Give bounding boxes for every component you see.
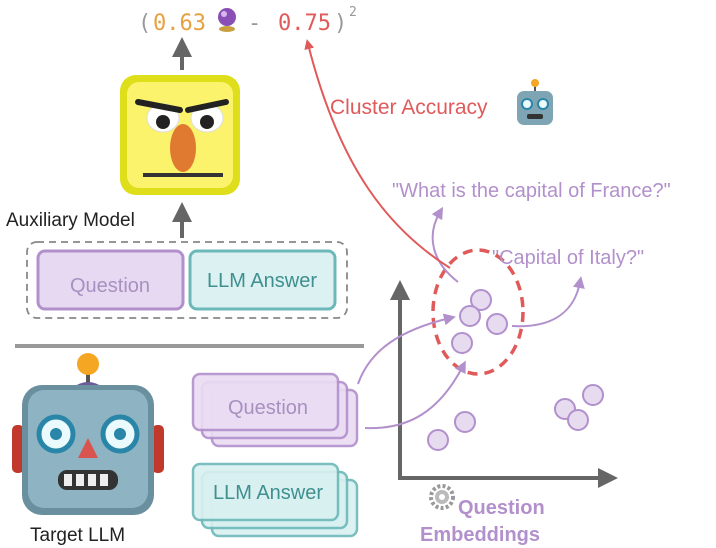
cluster-accuracy-label: Cluster Accuracy bbox=[330, 96, 488, 119]
arrow-question-to-point bbox=[364, 360, 466, 430]
angry-face-icon bbox=[120, 75, 240, 195]
auxiliary-answer-label: LLM Answer bbox=[207, 270, 317, 292]
auxiliary-model-label: Auxiliary Model bbox=[6, 210, 135, 231]
arrow-question-to-cluster bbox=[357, 313, 456, 385]
formula-open-paren: ( bbox=[138, 11, 151, 36]
formula-close-paren: ) bbox=[334, 11, 347, 36]
embedding-point bbox=[459, 305, 481, 327]
france-quote: "What is the capital of France?" bbox=[392, 180, 671, 202]
auxiliary-question-label: Question bbox=[70, 275, 150, 297]
target-llm-label: Target LLM bbox=[30, 525, 125, 546]
embedding-point bbox=[567, 409, 589, 431]
score-formula: ( 0.63 - 0.75 ) 2 bbox=[138, 5, 357, 36]
italy-quote: "Capital of Italy?" bbox=[492, 247, 644, 269]
formula-exponent: 2 bbox=[349, 5, 357, 20]
cluster-circle bbox=[431, 248, 525, 376]
embedding-point bbox=[454, 411, 476, 433]
formula-minus: - bbox=[248, 11, 261, 36]
arrow-cluster-to-formula bbox=[304, 39, 451, 269]
robot-icon bbox=[517, 79, 553, 125]
stack-question-label: Question bbox=[228, 397, 308, 419]
formula-value-a: 0.63 bbox=[153, 11, 206, 36]
embedding-point bbox=[486, 313, 508, 335]
gear-icon bbox=[429, 484, 455, 510]
stack-answer-label: LLM Answer bbox=[213, 482, 323, 504]
embedding-point bbox=[451, 332, 473, 354]
arrow-to-france-quote bbox=[431, 206, 459, 283]
embedding-point bbox=[470, 289, 492, 311]
embedding-point bbox=[582, 384, 604, 406]
answer-stack: LLM Answer bbox=[191, 462, 359, 538]
crystal-ball-icon bbox=[218, 8, 236, 32]
auxiliary-input-group bbox=[26, 241, 348, 319]
robot-icon bbox=[12, 353, 164, 515]
embedding-point bbox=[427, 429, 449, 451]
arrow-to-italy-quote bbox=[511, 276, 585, 328]
question-stack: Question bbox=[191, 372, 359, 448]
embedding-points bbox=[427, 289, 604, 451]
auxiliary-answer-box: LLM Answer bbox=[188, 249, 337, 311]
embeddings-label-line1: Question bbox=[458, 497, 545, 519]
formula-value-b: 0.75 bbox=[278, 11, 331, 36]
embeddings-label-line2: Embeddings bbox=[420, 524, 540, 546]
auxiliary-question-box: Question bbox=[36, 249, 185, 311]
